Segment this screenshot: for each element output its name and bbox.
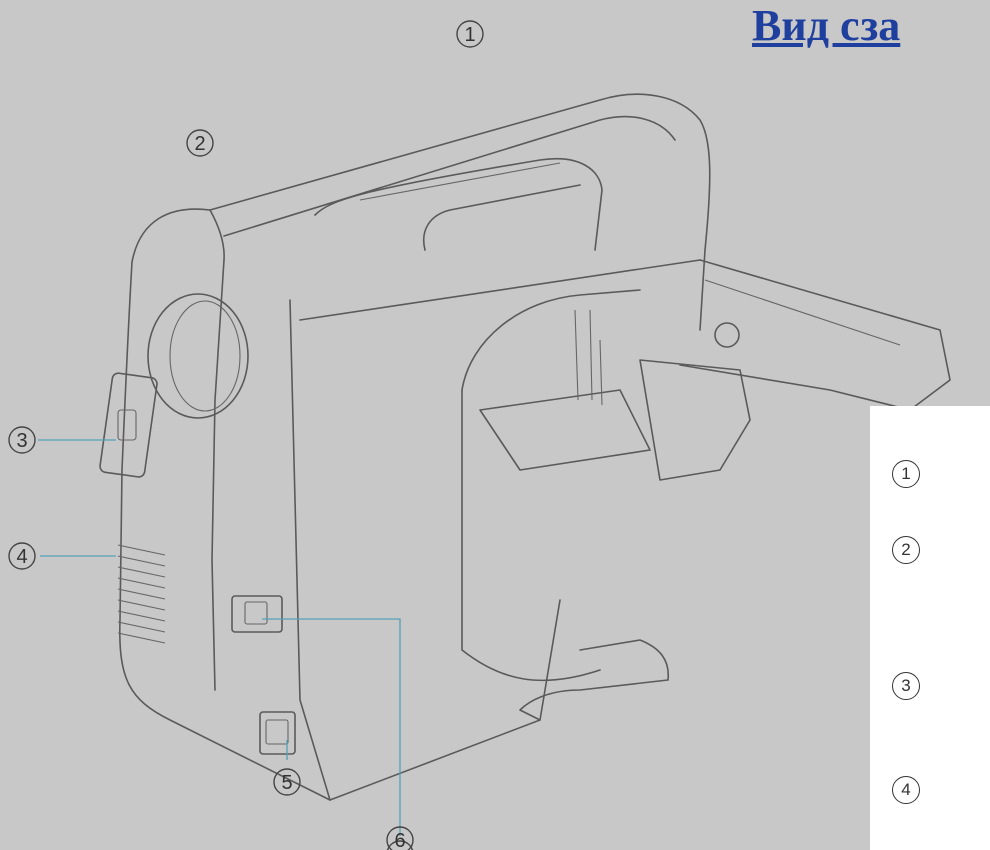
callout-3: 3	[8, 426, 36, 454]
callout-5-label: 5	[281, 772, 292, 794]
legend-item-4: 4	[888, 772, 924, 808]
machine-body	[99, 93, 951, 801]
legend-panel: 1 2 3 4	[870, 406, 990, 850]
callout-5: 5	[273, 768, 301, 796]
leader-lines	[38, 439, 401, 836]
callout-1-label: 1	[464, 24, 475, 46]
callout-6-visible: 6	[386, 826, 414, 850]
callout-1: 1	[456, 20, 484, 48]
callout-4: 4	[8, 542, 36, 570]
callout-6-label: 6	[394, 830, 405, 850]
callout-4-label: 4	[16, 546, 27, 568]
callout-3-label: 3	[16, 430, 27, 452]
page-title: Вид сза	[752, 1, 901, 50]
callout-6	[386, 840, 414, 850]
legend-item-3: 3	[888, 668, 924, 704]
legend-item-1: 1	[888, 456, 924, 492]
legend-item-2: 2	[888, 532, 924, 568]
callout-2-label: 2	[194, 133, 205, 155]
callout-2: 2	[186, 129, 214, 157]
